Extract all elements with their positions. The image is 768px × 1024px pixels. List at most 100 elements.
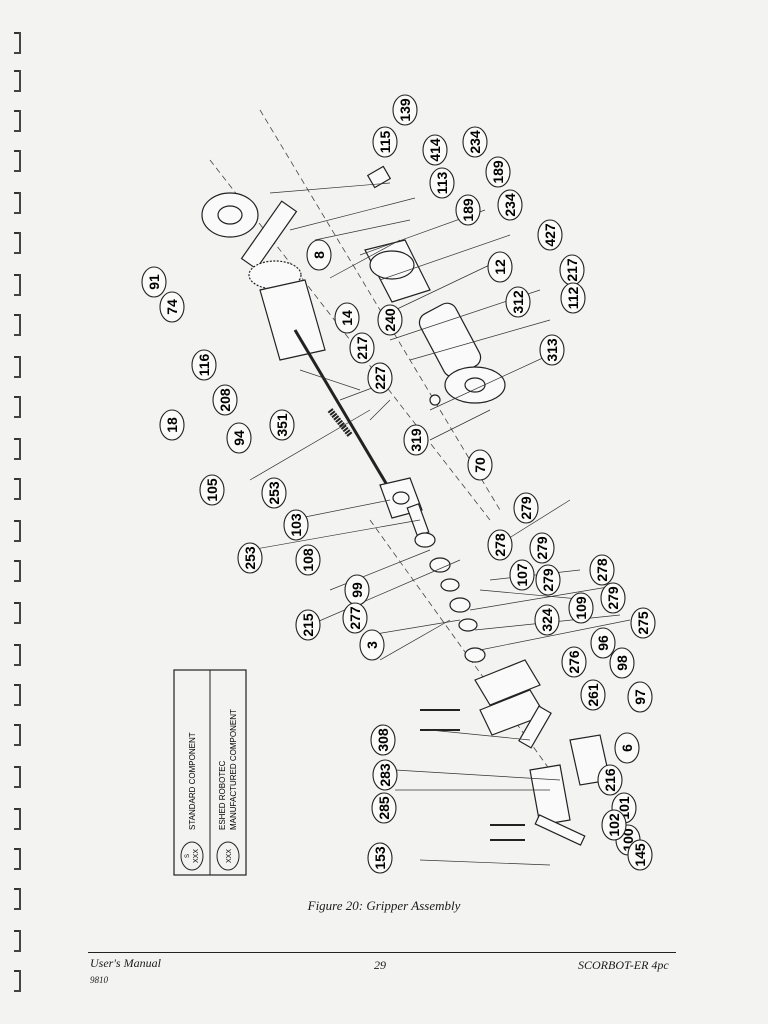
binder-hole xyxy=(10,520,21,542)
part-callout-circle xyxy=(537,219,563,251)
legend-eshed-label-line2: MANUFACTURED COMPONENT xyxy=(229,709,238,830)
part-callout: 94 xyxy=(226,422,252,454)
part-callout-number: 276 xyxy=(566,650,582,674)
binder-hole xyxy=(10,478,21,500)
binder-hole xyxy=(10,724,21,746)
legend-standard-prefix: S xyxy=(185,854,191,858)
part-callout: 107 xyxy=(509,559,535,591)
binder-hole xyxy=(10,644,21,666)
part-callout-number: 324 xyxy=(539,608,555,632)
part-callout-circle xyxy=(269,409,295,441)
part-callout: 217 xyxy=(349,332,375,364)
part-callout: 145 xyxy=(627,839,653,871)
part-callout-number: 8 xyxy=(311,251,327,259)
part-callout-number: 189 xyxy=(490,160,506,184)
part-callout: 308 xyxy=(370,724,396,756)
part-callout: 279 xyxy=(529,532,555,564)
part-callout-number: 102 xyxy=(606,813,622,837)
part-callout-number: 217 xyxy=(354,336,370,360)
part-callout: 313 xyxy=(539,334,565,366)
part-callout-number: 277 xyxy=(347,606,363,630)
part-callout-circle xyxy=(283,509,309,541)
footer-rule xyxy=(88,952,676,953)
part-callout: 115 xyxy=(372,126,398,158)
part-callout-circle xyxy=(539,334,565,366)
part-callout-number: 240 xyxy=(382,308,398,332)
binder-hole xyxy=(10,766,21,788)
binder-hole xyxy=(10,314,21,336)
part-callout-circle xyxy=(403,424,429,456)
part-callout-number: 234 xyxy=(502,193,518,217)
binder-hole xyxy=(10,232,21,254)
part-callout: 427 xyxy=(537,219,563,251)
part-callout-circle xyxy=(487,251,513,283)
part-callout: 240 xyxy=(377,304,403,336)
part-callout-circle xyxy=(627,681,653,713)
part-callout-number: 279 xyxy=(605,586,621,610)
part-callout-circle xyxy=(159,409,185,441)
part-callout-number: 216 xyxy=(602,768,618,792)
part-callout-circle xyxy=(226,422,252,454)
part-callout-circle xyxy=(334,302,360,334)
part-callout-circle xyxy=(306,239,332,271)
part-callout-circle xyxy=(487,529,513,561)
part-callout: 216 xyxy=(597,764,623,796)
part-callout-number: 74 xyxy=(164,299,180,315)
binder-hole xyxy=(10,560,21,582)
part-callout: 112 xyxy=(560,282,586,314)
part-callout-number: 279 xyxy=(518,496,534,520)
part-callout-circle xyxy=(371,792,397,824)
part-callout-number: 153 xyxy=(372,846,388,870)
part-callout: 3 xyxy=(359,629,385,661)
binder-holes xyxy=(0,0,30,1024)
legend-eshed-row: XXX ESHED ROBOTEC MANUFACTURED COMPONENT xyxy=(216,709,240,871)
part-callout: 102 xyxy=(601,809,627,841)
part-callout-circle xyxy=(580,679,606,711)
gripper-assembly-diagram: 1391154142341131891892349187442712217312… xyxy=(141,94,656,876)
part-callout: 234 xyxy=(462,126,488,158)
part-callout-circle xyxy=(372,126,398,158)
part-callout-number: 145 xyxy=(632,843,648,867)
part-callout: 97 xyxy=(627,681,653,713)
part-callout-number: 312 xyxy=(510,290,526,314)
part-callout: 279 xyxy=(535,564,561,596)
part-callout: 189 xyxy=(455,194,481,226)
part-callout-circle xyxy=(561,646,587,678)
part-callout-circle xyxy=(505,286,531,318)
part-callout-number: 70 xyxy=(472,457,488,473)
part-callout-circle xyxy=(600,582,626,614)
legend-eshed-label-line1: ESHED ROBOTEC xyxy=(218,760,227,830)
part-callout: 253 xyxy=(237,542,263,574)
component-legend: S XXX STANDARD COMPONENT XXX ESHED ROBOT… xyxy=(173,669,247,876)
binder-hole xyxy=(10,438,21,460)
part-callout-number: 253 xyxy=(242,546,258,570)
part-callout-number: 234 xyxy=(467,130,483,154)
footer-product-name: SCORBOT-ER 4pc xyxy=(578,958,669,972)
part-callout: 70 xyxy=(467,449,493,481)
part-callout-circle xyxy=(529,532,555,564)
legend-standard-symbol: XXX xyxy=(193,849,200,863)
part-callout-number: 112 xyxy=(565,286,581,309)
part-callout: 324 xyxy=(534,604,560,636)
part-callout: 279 xyxy=(513,492,539,524)
part-callout-circle xyxy=(191,349,217,381)
part-callout-circle xyxy=(534,604,560,636)
part-callout-circle xyxy=(141,266,167,298)
part-callout: 12 xyxy=(487,251,513,283)
legend-standard-label: STANDARD COMPONENT xyxy=(188,732,197,830)
footer-manual-title: User's Manual xyxy=(90,956,161,970)
part-callout-circle xyxy=(370,724,396,756)
part-callout-number: 105 xyxy=(204,478,220,502)
part-callout: 285 xyxy=(371,792,397,824)
part-callout: 14 xyxy=(334,302,360,334)
binder-hole xyxy=(10,356,21,378)
part-callout-number: 115 xyxy=(377,130,393,153)
part-callout-number: 116 xyxy=(196,353,212,376)
part-callout: 105 xyxy=(199,474,225,506)
part-callout-number: 319 xyxy=(408,428,424,452)
part-callout-number: 351 xyxy=(274,413,290,437)
binder-hole xyxy=(10,970,21,992)
part-callout-number: 109 xyxy=(573,596,589,620)
part-callout: 74 xyxy=(159,291,185,323)
part-callout-number: 107 xyxy=(514,563,530,587)
